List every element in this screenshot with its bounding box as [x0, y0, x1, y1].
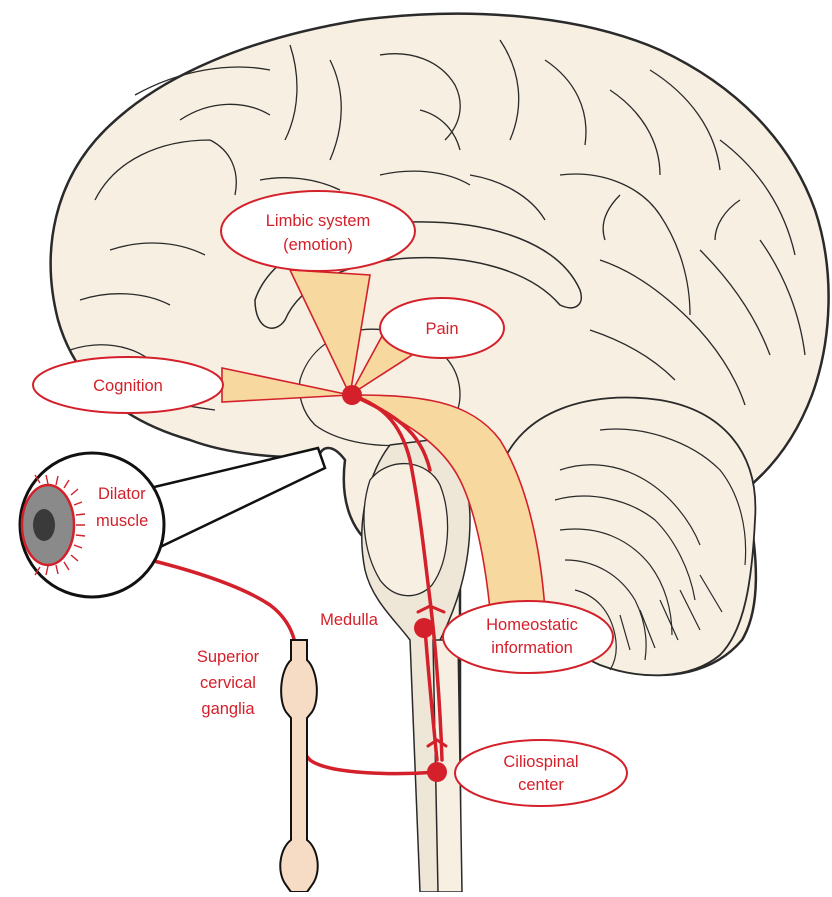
homeostatic-label-line1: Homeostatic	[486, 616, 578, 634]
dilator-label-line1: Dilator	[98, 485, 146, 503]
dilator-label-line2: muscle	[96, 512, 148, 530]
eye-pupil	[33, 509, 55, 541]
medulla-neuron	[414, 618, 434, 638]
inset-callout-wedge	[150, 448, 325, 548]
hypothalamus-neuron	[342, 385, 362, 405]
ciliospinal-label-line2: center	[518, 776, 564, 794]
sympathetic-chain	[280, 640, 317, 892]
limbic-label-line2: (emotion)	[283, 236, 353, 254]
superior-label-line3: ganglia	[201, 700, 255, 718]
superior-label-line2: cervical	[200, 674, 256, 692]
limbic-label-line1: Limbic system	[266, 212, 371, 230]
eye-inset: Dilator muscle	[20, 448, 325, 597]
homeostatic-bubble: Homeostatic information	[443, 601, 613, 673]
cognition-label: Cognition	[93, 377, 163, 395]
limbic-bubble: Limbic system (emotion)	[221, 191, 415, 271]
ciliospinal-neuron	[427, 762, 447, 782]
ciliospinal-label-line1: Ciliospinal	[503, 753, 578, 771]
medulla-label: Medulla	[320, 611, 379, 629]
ciliospinal-bubble: Ciliospinal center	[455, 740, 627, 806]
cognition-bubble: Cognition	[33, 357, 223, 413]
homeostatic-label-line2: information	[491, 639, 573, 657]
pain-label: Pain	[425, 320, 458, 338]
pain-bubble: Pain	[380, 298, 504, 358]
superior-label-line1: Superior	[197, 648, 260, 666]
superior-cervical-ganglion	[280, 640, 317, 892]
